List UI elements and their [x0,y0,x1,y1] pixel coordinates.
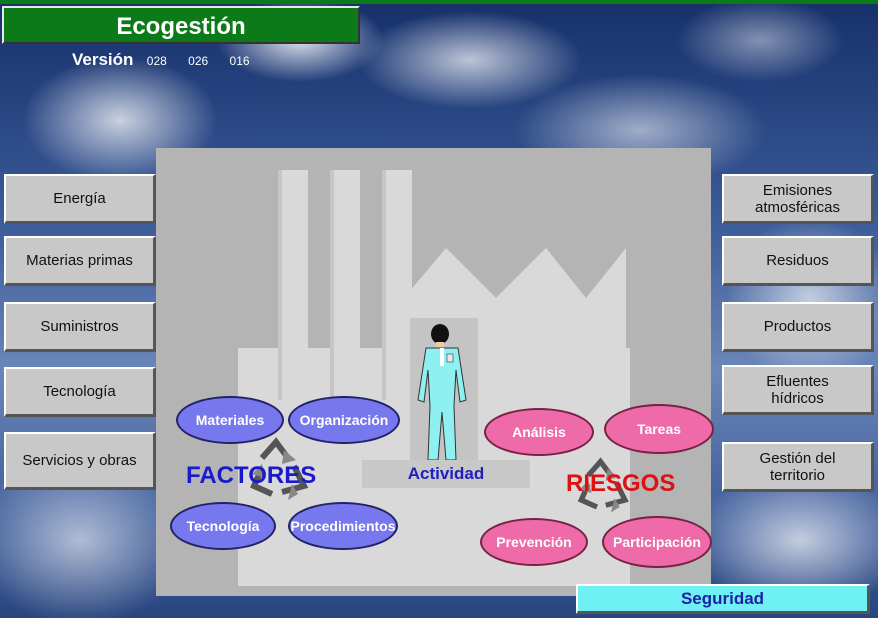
menu-residuos[interactable]: Residuos [722,236,874,286]
menu-label: Tecnología [43,383,116,400]
menu-label: Productos [763,318,832,335]
menu-label: Suministros [40,318,119,335]
factor-procedimientos[interactable]: Procedimientos [288,502,398,550]
riesgo-participacion[interactable]: Participación [602,516,712,568]
version-number[interactable]: 028 [146,54,167,68]
riesgo-analisis[interactable]: Análisis [484,408,594,456]
menu-servicios-y-obras[interactable]: Servicios y obras [4,432,156,490]
version-row: Versión 028 026 016 [72,50,268,70]
riesgos-label: RIESGOS [566,470,676,497]
version-label: Versión [72,50,134,69]
version-number[interactable]: 016 [229,54,250,68]
menu-suministros[interactable]: Suministros [4,302,156,352]
menu-label: Emisiones atmosféricas [754,181,841,216]
version-number[interactable]: 026 [188,54,209,68]
factores-label: FACTORES [186,462,317,489]
menu-label: Energía [53,190,106,207]
menu-label: Gestión del territorio [759,449,836,484]
riesgo-tareas[interactable]: Tareas [604,404,714,454]
app-title: Ecogestión [2,6,360,44]
factor-organizacion[interactable]: Organización [288,396,400,444]
worker-icon [417,324,467,461]
menu-label: Servicios y obras [22,452,137,469]
menu-materias-primas[interactable]: Materias primas [4,236,156,286]
menu-label: Materias primas [26,252,133,269]
menu-productos[interactable]: Productos [722,302,874,352]
factor-tecnologia[interactable]: Tecnología [170,502,276,550]
menu-label: Residuos [766,252,829,269]
recycle-icon [250,437,309,500]
menu-tecnologia[interactable]: Tecnología [4,367,156,417]
menu-label: Efluentes hídricos [766,372,829,407]
seguridad-button[interactable]: Seguridad [576,584,870,614]
menu-gestion-del-territorio[interactable]: Gestión del territorio [722,442,874,492]
menu-energia[interactable]: Energía [4,174,156,224]
factor-materiales[interactable]: Materiales [176,396,284,444]
menu-emisiones-atmosfericas[interactable]: Emisiones atmosféricas [722,174,874,224]
menu-efluentes-hidricos[interactable]: Efluentes hídricos [722,365,874,415]
recycle-icon [577,457,629,513]
riesgo-prevencion[interactable]: Prevención [480,518,588,566]
actividad-button[interactable]: Actividad [362,460,530,488]
top-green-line [0,0,878,4]
